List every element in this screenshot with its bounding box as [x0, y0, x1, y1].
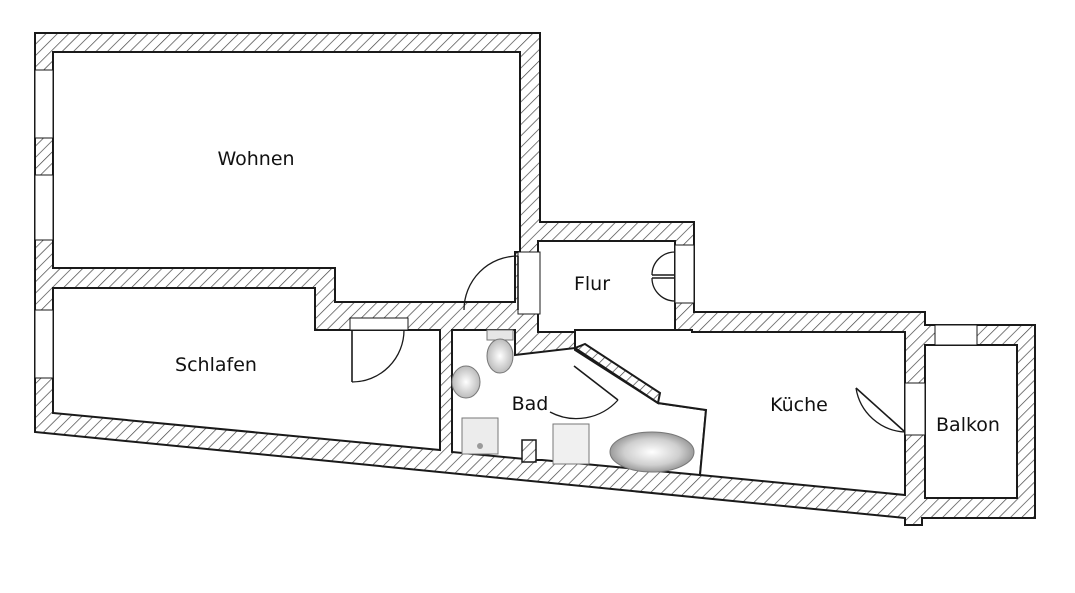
- door-gap-wohnen-flur: [517, 251, 541, 315]
- door-swing-icon: [855, 387, 906, 433]
- room-wohnen: [52, 51, 521, 303]
- room-label-flur: Flur: [574, 273, 610, 295]
- shower-icon: [461, 417, 499, 455]
- room-label-schlafen: Schlafen: [175, 354, 257, 376]
- bathtub-icon: [609, 431, 695, 473]
- room-label-kueche: Küche: [770, 394, 828, 416]
- bad-wall-stub: [521, 439, 537, 463]
- room-schlafen: [52, 287, 441, 452]
- room-balkon: [924, 344, 1018, 499]
- diagonal-wall: [572, 342, 662, 405]
- window-schlafen-left: [34, 309, 54, 379]
- door-gap-balkon-top: [934, 324, 978, 346]
- room-label-balkon: Balkon: [936, 414, 1000, 436]
- door-swing-icon: [651, 251, 676, 302]
- door-gap-schlafen: [349, 317, 409, 331]
- door-gap-flur-entrance: [674, 244, 695, 304]
- door-gap-kueche-balkon: [904, 382, 926, 436]
- door-swing-icon: [549, 365, 619, 420]
- washing-machine-icon: [552, 423, 590, 465]
- door-swing-icon: [351, 329, 405, 383]
- room-label-bad: Bad: [512, 393, 549, 415]
- window-wohnen-left-top: [34, 69, 54, 139]
- toilet-icon: [486, 329, 514, 374]
- door-swing-icon: [463, 255, 519, 311]
- sink-icon: [451, 365, 481, 399]
- window-wohnen-left-bottom: [34, 174, 54, 241]
- room-label-wohnen: Wohnen: [217, 148, 294, 170]
